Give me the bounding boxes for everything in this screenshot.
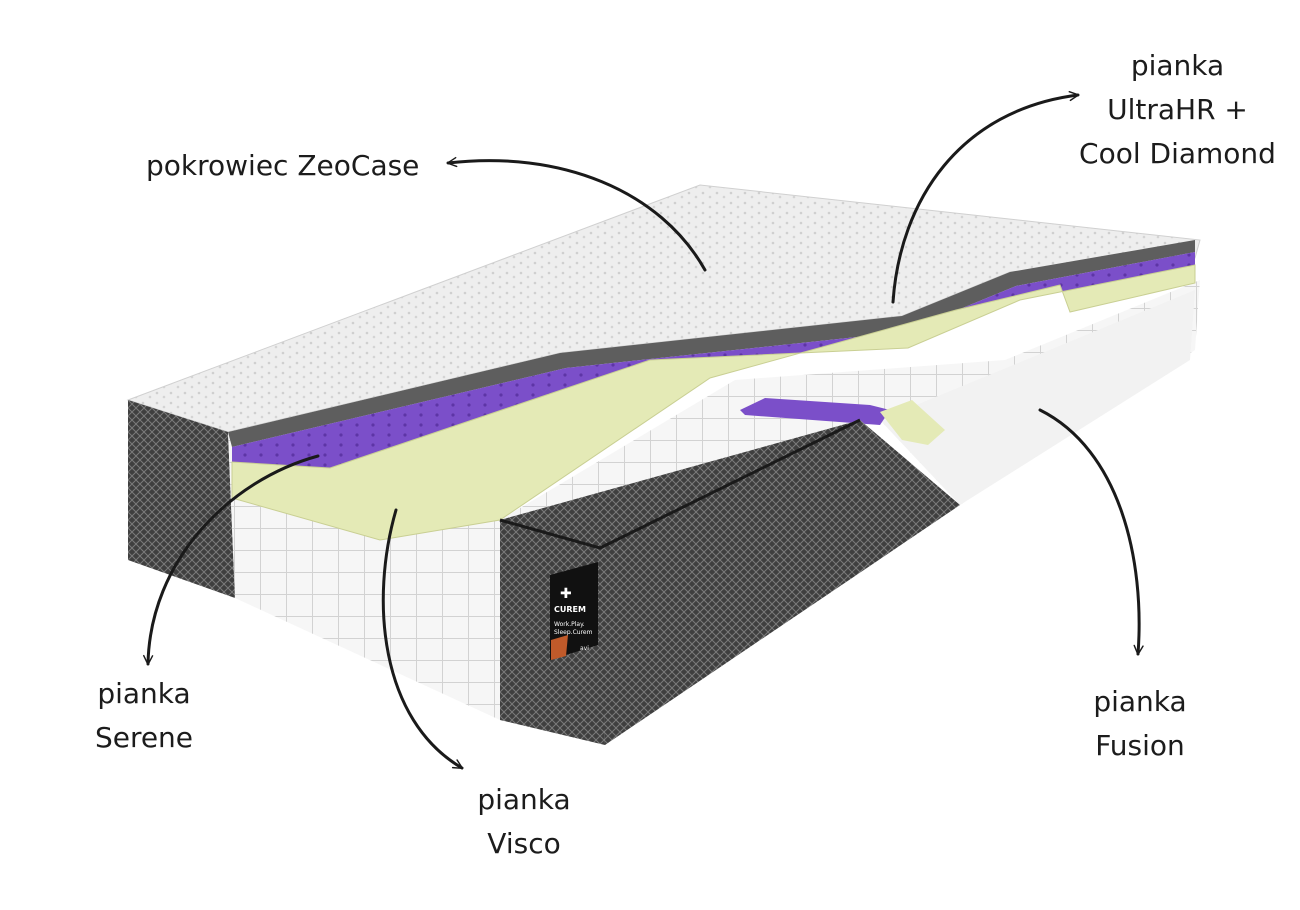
label-serene: pianka Serene <box>84 672 204 760</box>
front-end-panel <box>500 420 960 745</box>
white-foam-right-side <box>880 290 1195 505</box>
label-fusion-line-1: pianka <box>1093 685 1187 718</box>
arrow-ultrahr <box>891 90 1080 304</box>
label-fusion-line-2: Fusion <box>1095 729 1185 762</box>
callout-arrows <box>143 90 1144 770</box>
label-ultrahr-line-2: UltraHR + <box>1107 93 1248 126</box>
arrow-visco <box>381 508 464 770</box>
label-visco-line-2: Visco <box>487 827 561 860</box>
label-visco: pianka Visco <box>464 778 584 866</box>
label-cover: pokrowiec ZeoCase <box>146 144 419 188</box>
yellow-layer <box>231 264 1196 541</box>
arrow-serene <box>143 454 320 666</box>
mattress: ✚ CUREM Work.Play. Sleep.Curem avi <box>126 184 1201 745</box>
tag-brand: CUREM <box>554 605 586 614</box>
purple-layer <box>232 252 1195 468</box>
purple-chunk <box>740 398 890 425</box>
label-cover-line-1: pokrowiec ZeoCase <box>146 149 420 182</box>
left-end-panel <box>128 400 235 598</box>
tag-slogan-1: Work.Play. <box>554 621 585 628</box>
label-ultrahr-line-3: Cool Diamond <box>1079 137 1276 170</box>
gray-layer <box>228 240 1195 447</box>
arrow-cover <box>446 156 707 272</box>
tag-plus-icon: ✚ <box>560 586 572 602</box>
tag-slogan-2: Sleep.Curem <box>554 629 593 636</box>
arrow-fusion <box>1038 408 1144 656</box>
yellow-chunk <box>880 400 945 445</box>
tag-foot: avi <box>580 645 589 652</box>
label-serene-line-2: Serene <box>94 721 194 754</box>
label-ultrahr: pianka UltraHR + Cool Diamond <box>1070 44 1285 176</box>
label-fusion: pianka Fusion <box>1080 680 1200 768</box>
label-visco-line-1: pianka <box>477 783 571 816</box>
brand-tag: ✚ CUREM Work.Play. Sleep.Curem avi <box>550 562 598 660</box>
label-ultrahr-line-1: pianka <box>1130 49 1225 82</box>
label-serene-line-1: pianka <box>97 677 191 710</box>
